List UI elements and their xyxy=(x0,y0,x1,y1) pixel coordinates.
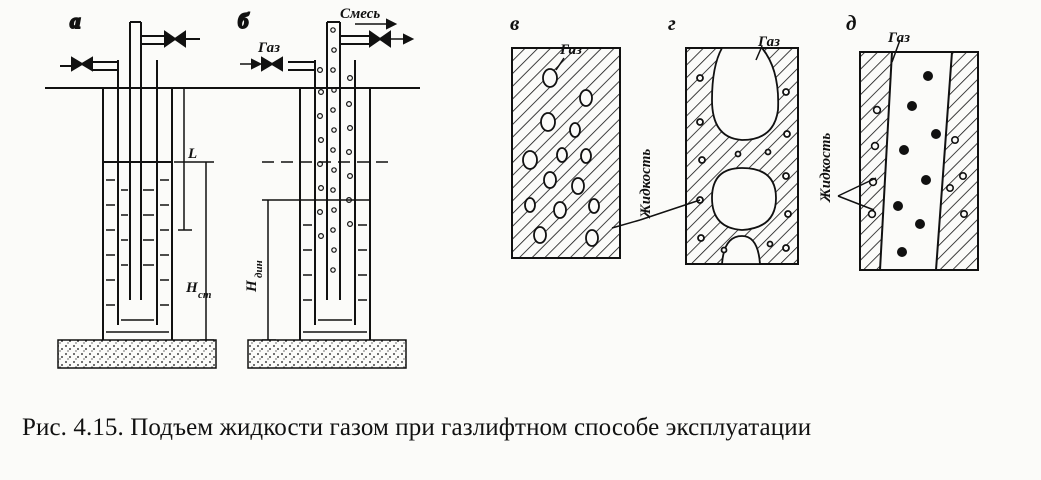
letter-g: г xyxy=(668,11,676,35)
letter-v: в xyxy=(510,11,520,35)
ground-layer-a xyxy=(57,339,217,369)
gas-inlet-label: Газ xyxy=(257,40,280,56)
figure-caption: Рис. 4.15. Подъем жидкости газом при газ… xyxy=(22,414,812,441)
dimension-L-label: L xyxy=(187,146,197,162)
ground-layer-b xyxy=(247,339,407,369)
panel-d-gas-label: Газ xyxy=(887,30,910,46)
liquid-label-2: Жидкость xyxy=(818,133,834,203)
well-b: б xyxy=(236,8,420,345)
dimension-Hdin-label: H xyxy=(244,279,260,293)
panel-d: д xyxy=(837,11,979,271)
panel-v: в xyxy=(510,11,621,259)
dimension-Hst-label: H xyxy=(185,280,199,296)
letter-b: б xyxy=(238,9,250,33)
panel-v-gas-label: Газ xyxy=(559,42,582,58)
well-a: а xyxy=(45,8,250,345)
panel-g: г xyxy=(611,11,799,265)
letter-a: а xyxy=(70,9,81,33)
mixture-outlet-label: Смесь xyxy=(340,6,380,22)
dimension-Hdin-subscript: дин xyxy=(253,260,265,278)
dimension-Hst-subscript: ст xyxy=(198,289,212,301)
panel-g-gas-label: Газ xyxy=(757,34,780,50)
liquid-label-1: Жидкость xyxy=(638,149,654,219)
letter-d: д xyxy=(846,11,856,35)
